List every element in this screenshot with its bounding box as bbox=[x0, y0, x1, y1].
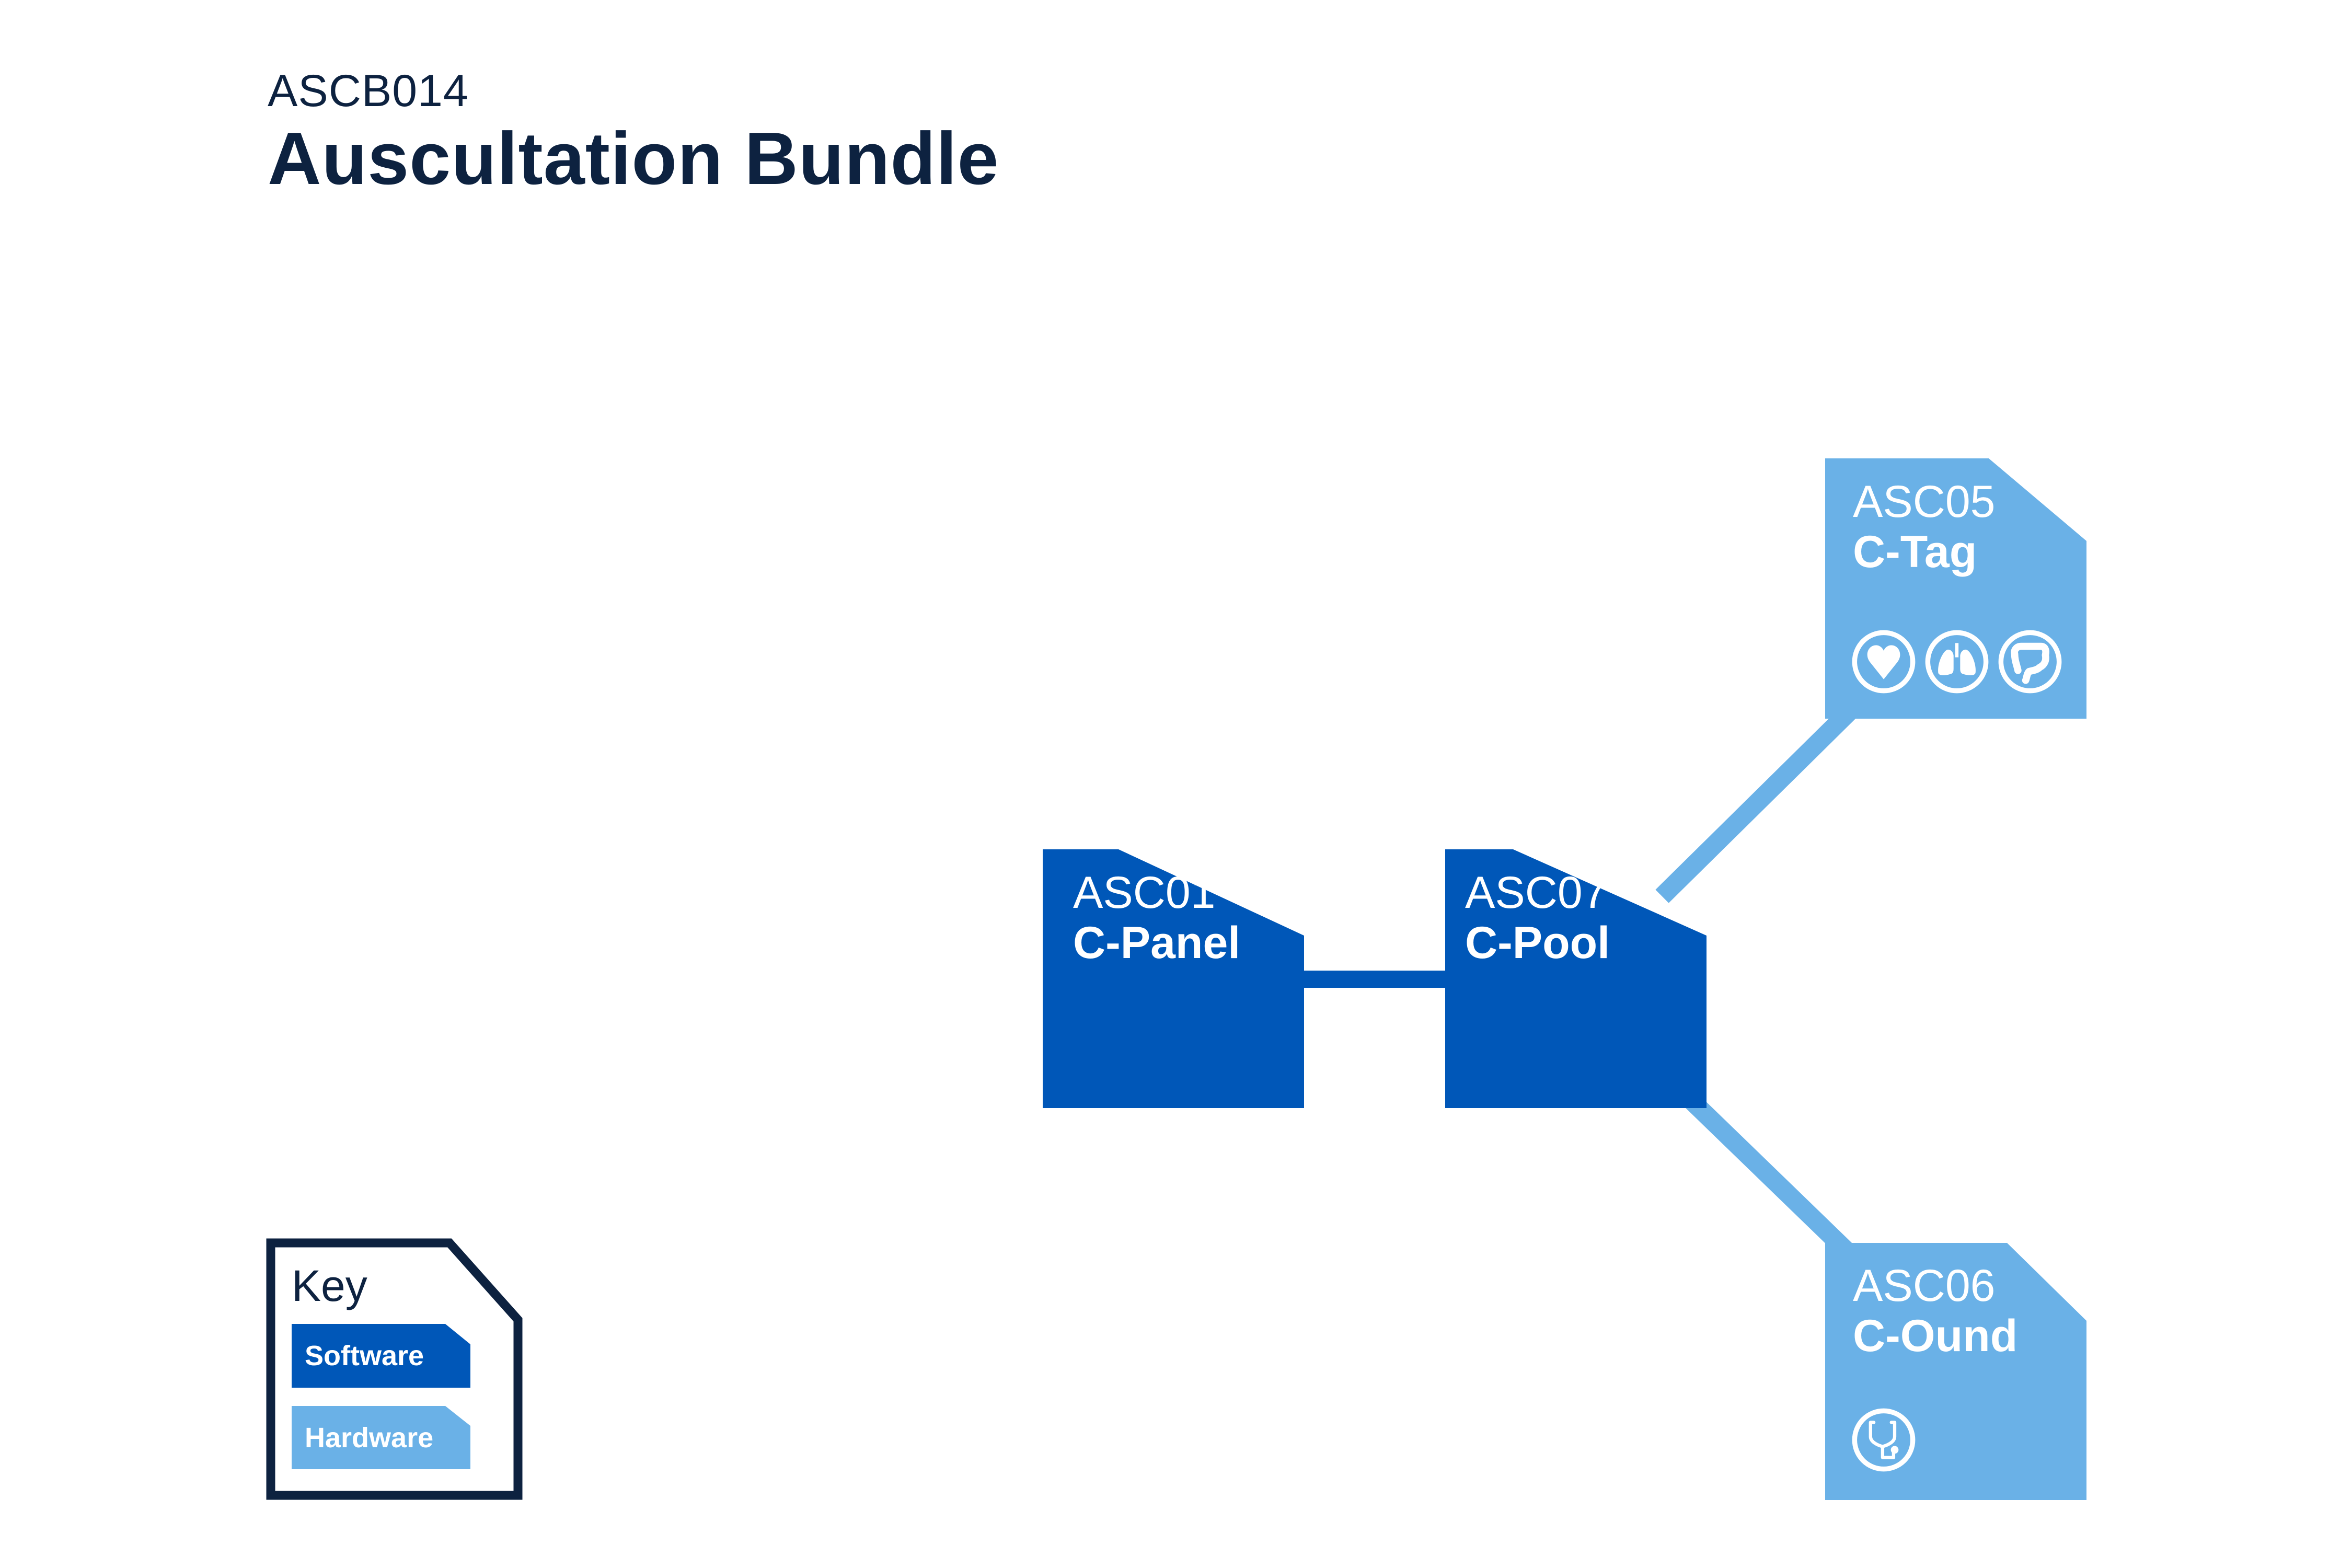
edge-asc01-asc07 bbox=[1301, 971, 1448, 988]
node-name: C-Panel bbox=[1073, 918, 1241, 968]
edge-asc07-asc06 bbox=[1676, 1086, 1857, 1261]
node-asc01-label: ASC01 C-Panel bbox=[1073, 868, 1240, 968]
key-label-hardware: Hardware bbox=[305, 1422, 434, 1454]
key-swatch-hardware bbox=[292, 1406, 470, 1469]
node-name: C-Ound bbox=[1853, 1311, 2018, 1361]
key-swatch-software bbox=[292, 1324, 470, 1388]
key-label-software: Software bbox=[305, 1340, 424, 1371]
node-code: ASC05 bbox=[1853, 477, 1996, 527]
node-code: ASC06 bbox=[1853, 1261, 1996, 1311]
node-asc06-icons bbox=[1851, 1407, 1917, 1473]
bundle-code: ASCB014 bbox=[268, 66, 469, 116]
node-code: ASC01 bbox=[1073, 868, 1216, 918]
key-title: Key bbox=[292, 1261, 367, 1310]
node-asc06-label: ASC06 C-Ound bbox=[1853, 1261, 2017, 1361]
node-asc07-tile[interactable] bbox=[1445, 849, 1707, 1108]
node-asc05-icons bbox=[1851, 629, 2063, 695]
lungs-icon bbox=[1925, 630, 1989, 694]
node-asc06-tile[interactable] bbox=[1825, 1243, 2086, 1500]
edge-asc07-asc05 bbox=[1655, 694, 1867, 903]
node-name: C-Pool bbox=[1465, 918, 1610, 968]
node-name: C-Tag bbox=[1853, 527, 1977, 577]
node-code: ASC07 bbox=[1465, 868, 1608, 918]
node-asc07-label: ASC07 C-Pool bbox=[1465, 868, 1610, 968]
bundle-title: Auscultation Bundle bbox=[268, 117, 999, 200]
stethoscope-icon bbox=[1852, 1408, 1916, 1472]
intestine-icon bbox=[1998, 630, 2062, 694]
node-asc01-tile[interactable] bbox=[1043, 849, 1304, 1108]
heart-icon bbox=[1852, 630, 1916, 694]
node-asc05-label: ASC05 C-Tag bbox=[1853, 477, 1996, 577]
